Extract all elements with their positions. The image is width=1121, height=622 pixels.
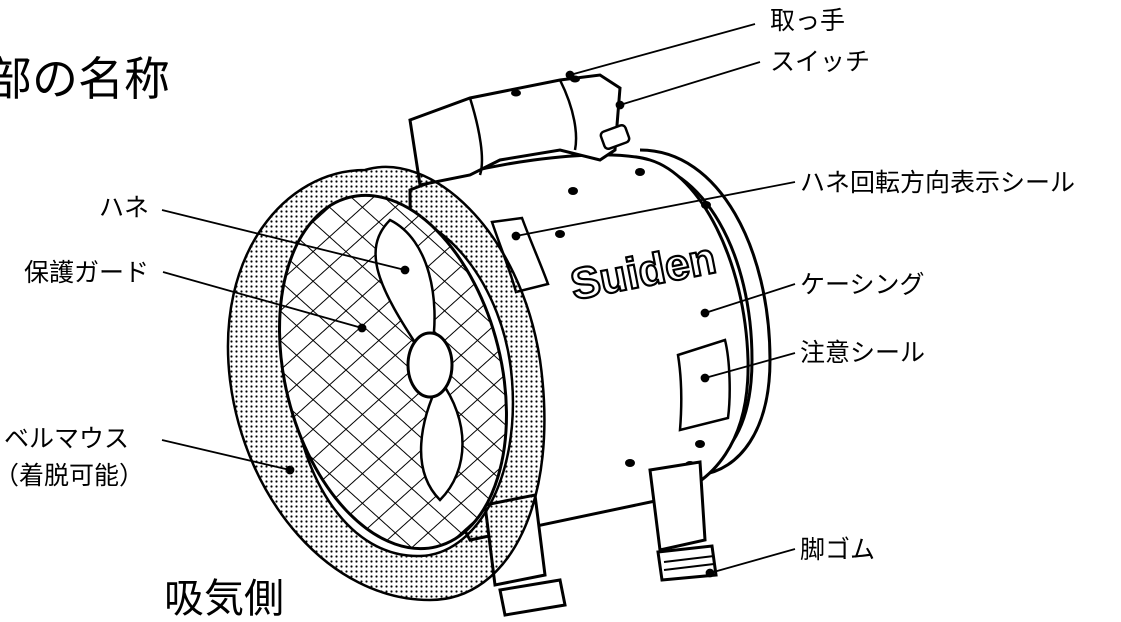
leader-rotation-sticker: [515, 181, 796, 237]
label-handle: 取っ手: [770, 6, 846, 35]
leader-switch: [619, 61, 761, 106]
leader-casing: [704, 283, 796, 314]
cable-loop: [639, 148, 772, 477]
label-casing: ケーシング: [800, 270, 925, 299]
label-rubber-foot: 脚ゴム: [800, 535, 876, 564]
label-caution-sticker: 注意シール: [800, 338, 926, 367]
label-rotation-sticker: ハネ回転方向表示シール: [800, 168, 1076, 197]
leader-guard: [162, 271, 363, 329]
label-bellmouth: ベルマウス: [4, 424, 130, 453]
leader-rubber-foot: [709, 548, 796, 574]
leader-blade: [161, 209, 406, 271]
leader-handle: [569, 23, 756, 76]
handle: [408, 73, 631, 187]
label-guard: 保護ガード: [24, 258, 150, 287]
label-blade: ハネ: [99, 193, 150, 222]
intake-side-label: 吸気側: [164, 576, 284, 622]
label-bellmouth-note: （着脱可能）: [0, 461, 145, 490]
leader-lines: [161, 23, 796, 578]
page-title: 部の名称: [0, 52, 170, 106]
leader-bellmouth: [161, 439, 291, 471]
leader-caution-sticker: [704, 352, 796, 379]
label-switch: スイッチ: [770, 47, 871, 76]
